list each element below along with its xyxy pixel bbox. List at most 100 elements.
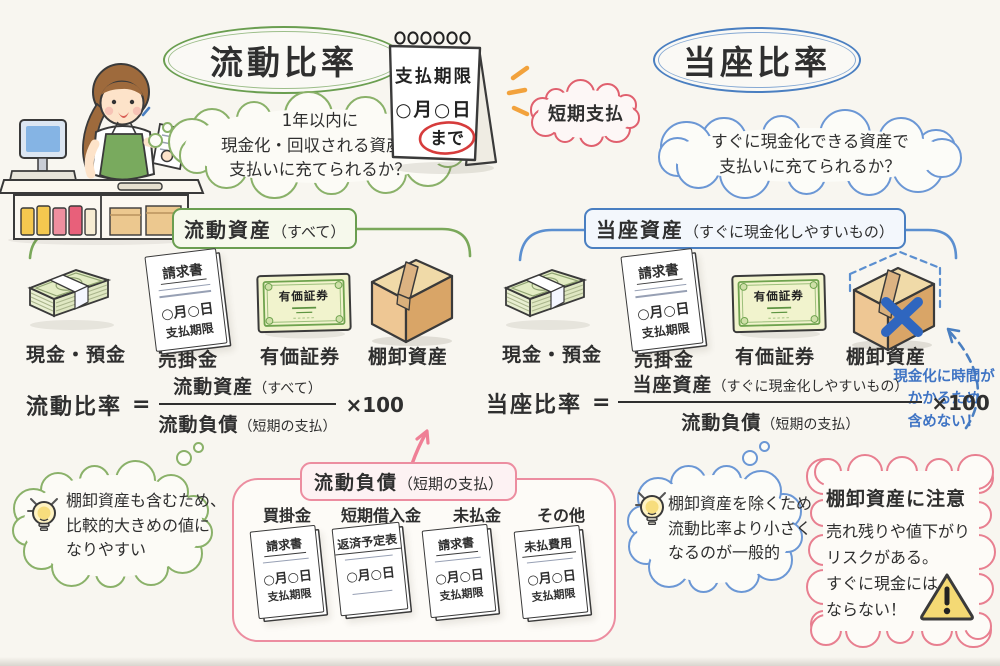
liabilities-arrowhead [415,429,430,445]
exclude-arrowhead [946,327,961,344]
current-tip-line: 比較的大きめの値に [66,515,211,535]
asset-label-securities: 有価証券 [734,346,816,368]
caution-line: 売れ残りや値下がり [826,522,971,541]
exclude-note-line: 含めない！ [907,413,981,430]
liability-header-short-term-loans: 短期借入金 [340,506,422,525]
asset-label-cash: 現金・預金 [25,344,127,366]
liabilities-title-text: 流動負債 [314,472,399,494]
thought-dot [148,133,163,148]
formula-numerator-note: （すべて） [253,381,322,397]
securities-cert-text: 有価証券 [754,288,804,303]
quick-ratio-question-cloud: すぐに現金化できる資産で 支払いに充てられるか？ [652,109,968,200]
inventory-box-excluded-icon [848,250,942,352]
cash-icon [503,268,590,330]
thought-dot [176,450,192,466]
doc-title: 請求書 [434,531,479,557]
exclude-note-line: かかるため [907,391,981,408]
quick-ratio-formula: 当座比率 = 当座資産（すぐに現金化しやすいもの） 流動負債（短期の支払） ×1… [486,370,990,435]
doc-title: 返済予定表 [333,527,402,556]
current-ratio-formula: 流動比率 = 流動資産（すべて） 流動負債（短期の支払） ×100 [26,372,404,437]
current-tip-line: なりやすい [66,540,147,560]
asset-label-inventory: 棚卸資産 [845,346,927,368]
doc-lines [336,554,402,562]
sparkle-orange [506,65,530,117]
current-ratio-title-text: 流動比率 [210,43,358,82]
formula-denominator-note: （短期の支払） [761,417,860,433]
formula-equals: = [132,392,151,417]
liability-doc-loans: 返済予定表 ○月○日 [331,521,409,617]
lightbulb-icon [27,498,58,532]
current-assets-label: 流動資産（すべて） [172,208,358,249]
caution-line: ならない！ [826,599,907,619]
invoice-title: 請求書 [157,255,207,285]
inventory-box-icon [370,258,454,346]
current-question-line: 支払いに充てられるか？ [229,160,411,180]
current-liabilities-title: 流動負債（短期の支払） [300,462,518,501]
liabilities-title-note: （短期の支払） [398,475,504,493]
thought-dot [759,441,770,452]
thought-dot [162,122,173,133]
formula-multiplier: ×100 [931,390,990,415]
formula-denominator: 流動負債 [681,412,762,434]
formula-multiplier: ×100 [345,392,404,417]
doc-date: ○月○日 [345,565,396,586]
formula-fraction: 流動資産（すべて） 流動負債（短期の支払） [158,372,336,437]
liabilities-arrow [410,431,428,466]
formula-numerator-note: （すぐに現金化しやすいもの） [712,379,909,395]
asset-label-receivables: 売掛金 [157,349,219,371]
securities-cert-text: 有価証券 [279,288,329,303]
doc-deadline [352,588,393,596]
caution-line: リスクがある。 [826,547,939,567]
quick-tip-line: 棚卸資産を除くため、 [668,493,829,513]
current-question-line: 現金化・回収される資産で [221,135,419,155]
liability-doc-accrued: 請求書 ○月○日 支払期限 [421,523,497,619]
cash-icon [27,268,114,330]
formula-fraction: 当座資産（すぐに現金化しやすいもの） 流動負債（短期の支払） [618,370,923,435]
current-ratio-title: 流動比率 [163,26,405,94]
calendar-line2: ○月○日 [395,100,472,121]
asset-label-inventory: 棚卸資産 [367,346,449,368]
doc-lines [518,557,582,565]
quick-question-line: 支払いに充てられるか？ [719,157,901,176]
formula-name: 当座比率 [486,392,583,418]
thought-dot [742,450,758,466]
quick-assets-label-text: 当座資産 [596,218,684,242]
doc-lines [254,557,318,565]
calendar-line3: まで [430,129,464,149]
calendar-line1: 支払期限 [394,66,473,87]
caution-title: 棚卸資産に注意 [826,488,967,510]
liability-doc-other: 未払費用 ○月○日 支払期限 [513,524,589,620]
liability-header-accrued: 未払金 [452,506,502,525]
quick-question-line: すぐに現金化できる資産で [711,132,909,152]
formula-denominator: 流動負債 [158,414,239,436]
formula-numerator: 流動資産 [173,376,254,398]
doc-lines [426,556,490,564]
payment-deadline-calendar: 支払期限 ○月○日 まで [388,31,498,174]
thought-dot [193,442,204,453]
short-term-payment-cloud: 短期支払 [528,79,644,148]
formula-numerator: 当座資産 [632,374,713,396]
warning-icon [920,573,974,621]
formula-denominator-note: （短期の支払） [238,419,337,435]
quick-ratio-title: 当座比率 [653,27,861,93]
caution-line: すぐに現金には [826,573,939,593]
current-question-line: 1年以内に [281,110,359,130]
lightbulb-icon [635,492,666,526]
quick-assets-note: （すぐに現金化しやすいもの） [684,223,894,241]
invoice-lines [626,283,696,299]
asset-label-cash: 現金・預金 [501,344,603,366]
formula-name: 流動比率 [26,394,123,420]
current-assets-label-text: 流動資産 [184,218,272,242]
exclude-arrow [948,330,980,430]
liability-doc-payables: 請求書 ○月○日 支払期限 [249,524,325,620]
inventory-caution-note: 棚卸資産に注意 売れ残りや値下がり リスクがある。 すぐに現金には ならない！ [805,453,997,649]
doc-title: 請求書 [262,532,307,558]
current-assets-note: （すべて） [272,223,346,241]
asset-label-securities: 有価証券 [259,346,341,368]
liability-header-payables: 買掛金 [262,506,312,525]
doc-title: 未払費用 [520,531,577,558]
invoice-lines [150,283,220,299]
quick-ratio-tip-cloud: 棚卸資産を除くため、 流動比率より小さく なるのが一般的 [622,460,828,598]
invoice-icon: 請求書 ○月○日 支払期限 [144,247,228,353]
